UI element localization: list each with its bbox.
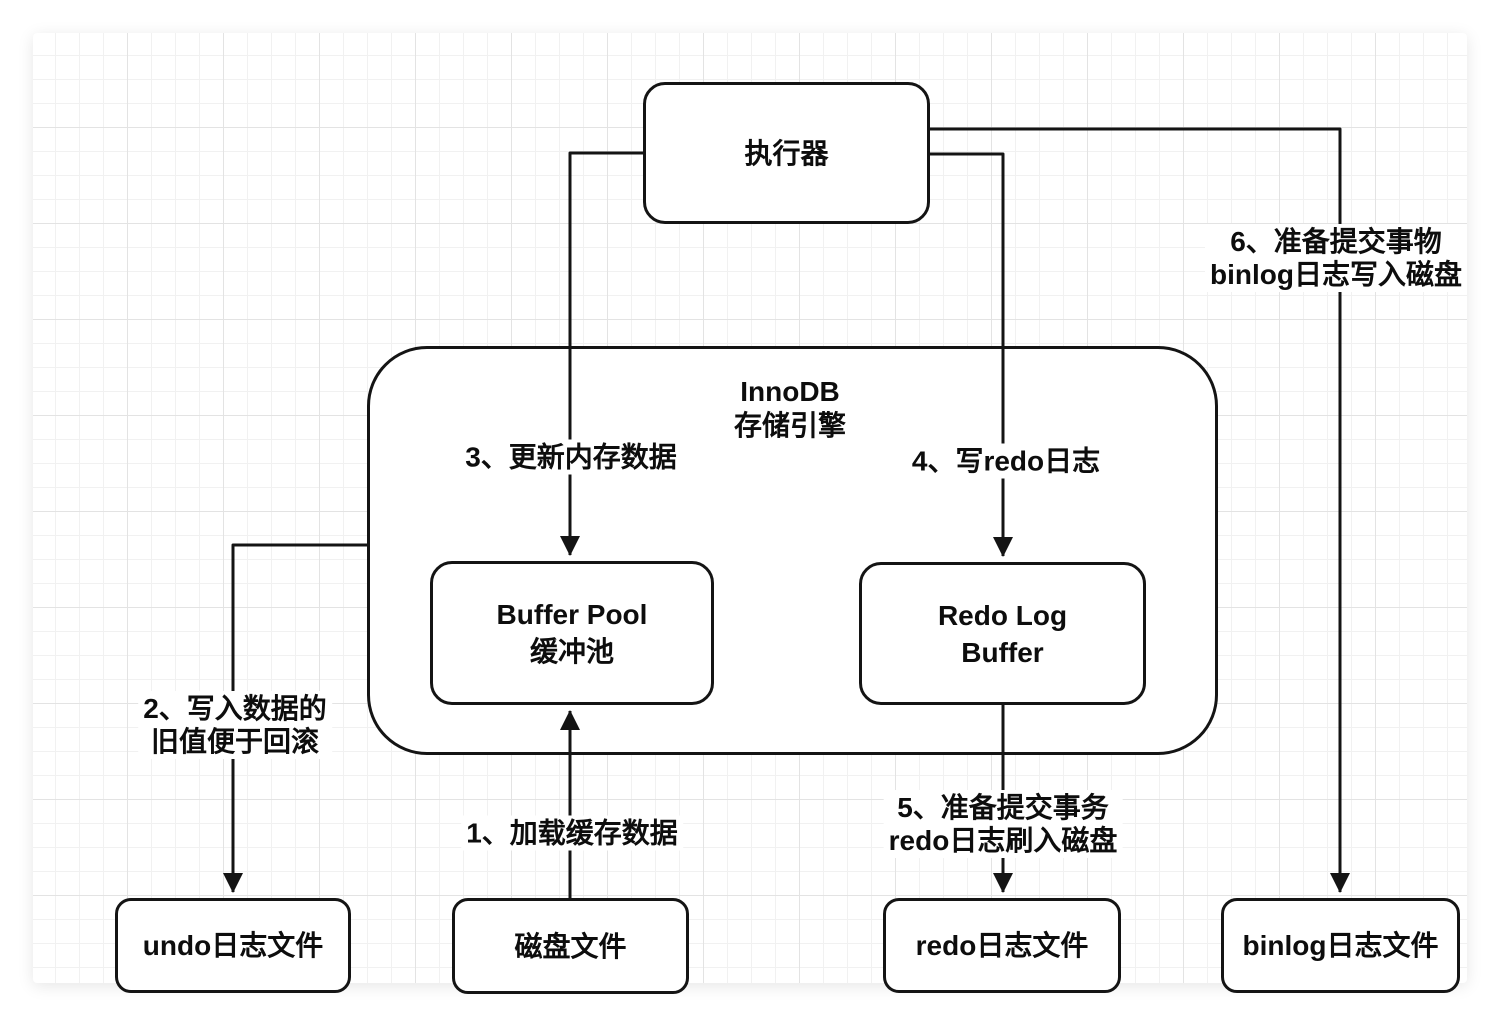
node-redo-log-file-label: redo日志文件 — [915, 930, 1089, 961]
edge-label-step4: 4、写redo日志 — [906, 443, 1106, 479]
node-undo-log-file-label: undo日志文件 — [142, 930, 324, 961]
innodb-title-line2: 存储引擎 — [733, 410, 847, 441]
edge-label-step1: 1、加载缓存数据 — [461, 815, 683, 851]
node-redo-log-buffer-label-line2: Buffer — [961, 636, 1044, 668]
grid-canvas: 1、加载缓存数据 2、写入数据的 旧值便于回滚 3、更新内存数据 4、写redo… — [33, 33, 1467, 994]
node-disk-file-label: 磁盘文件 — [514, 930, 627, 962]
node-binlog-log-file: binlog日志文件 — [1221, 898, 1460, 993]
node-executor-label: 执行器 — [744, 137, 829, 169]
innodb-title-line1: InnoDB — [740, 376, 840, 407]
node-redo-log-buffer: Redo Log Buffer — [859, 562, 1146, 705]
edge-label-step3: 3、更新内存数据 — [460, 439, 682, 475]
edge-label-step6-text-line2: binlog日志写入磁盘 — [1210, 259, 1462, 290]
edge-label-step4-text: 4、写redo日志 — [911, 445, 1101, 477]
node-buffer-pool-label-line1: Buffer Pool — [496, 599, 648, 630]
edge-step3-update-memory — [560, 151, 643, 556]
edges-layer — [223, 127, 1350, 898]
node-undo-log-file: undo日志文件 — [115, 898, 351, 993]
node-binlog-log-file-label: binlog日志文件 — [1242, 930, 1439, 961]
edge-label-step2: 2、写入数据的 旧值便于回滚 — [138, 691, 332, 759]
edge-label-step3-text: 3、更新内存数据 — [465, 441, 677, 473]
edge-label-step2-text-line2: 旧值便于回滚 — [150, 726, 320, 757]
edge-label-step5: 5、准备提交事务 redo日志刷入磁盘 — [883, 790, 1123, 858]
edge-step4-write-redo — [930, 152, 1013, 557]
node-executor: 执行器 — [643, 82, 930, 224]
edge-label-step5-text-line1: 5、准备提交事务 — [897, 792, 1109, 823]
node-redo-log-buffer-label-line1: Redo Log — [937, 599, 1068, 631]
node-buffer-pool: Buffer Pool 缓冲池 — [430, 561, 714, 705]
edge-label-step1-text: 1、加载缓存数据 — [466, 817, 678, 849]
node-redo-log-file: redo日志文件 — [883, 898, 1121, 993]
edge-label-step6: 6、准备提交事物 binlog日志写入磁盘 — [1205, 224, 1467, 292]
edge-step2-write-undo — [223, 543, 367, 893]
edge-label-step2-text-line1: 2、写入数据的 — [143, 693, 327, 724]
node-disk-file: 磁盘文件 — [452, 898, 689, 994]
edge-label-step5-text-line2: redo日志刷入磁盘 — [888, 825, 1118, 856]
edge-label-step6-text-line1: 6、准备提交事物 — [1230, 226, 1442, 257]
edge-step6-write-binlog — [930, 127, 1350, 893]
innodb-container-title: InnoDB 存储引擎 — [734, 375, 846, 443]
node-buffer-pool-label-line2: 缓冲池 — [529, 636, 614, 667]
